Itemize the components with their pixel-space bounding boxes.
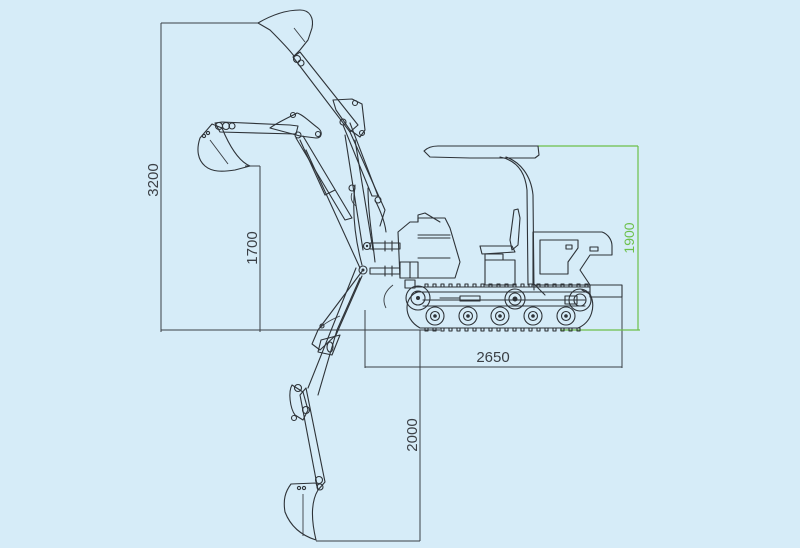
road-wheels bbox=[425, 306, 576, 326]
road-wheel bbox=[458, 306, 478, 326]
canopy-roof bbox=[423, 145, 540, 159]
track-grouser bbox=[472, 283, 477, 288]
track-grouser bbox=[544, 327, 549, 332]
track-grouser bbox=[464, 327, 469, 332]
track-grouser bbox=[432, 327, 437, 332]
bucket-lowered bbox=[283, 482, 319, 541]
track-grouser bbox=[480, 283, 485, 288]
track-grouser bbox=[488, 283, 493, 288]
track-grouser bbox=[456, 327, 461, 332]
dim-1900-label: 1900 bbox=[621, 222, 637, 253]
dimension-1700 bbox=[245, 165, 261, 332]
track-grouser bbox=[536, 327, 541, 332]
track-grouser bbox=[448, 283, 453, 288]
track-grouser bbox=[528, 327, 533, 332]
road-wheel bbox=[556, 306, 576, 326]
track-grouser bbox=[472, 327, 477, 332]
track-grouser bbox=[504, 283, 509, 288]
bucket-mid bbox=[197, 123, 251, 172]
dim-2650-label: 2650 bbox=[476, 349, 509, 366]
track-grouser bbox=[560, 327, 565, 332]
track-grouser bbox=[568, 327, 573, 332]
track-grouser bbox=[440, 327, 445, 332]
track-grouser bbox=[512, 327, 517, 332]
track-grouser bbox=[544, 283, 549, 288]
dimension-1900 bbox=[538, 145, 640, 331]
idler bbox=[568, 288, 592, 312]
dimension-3200 bbox=[160, 22, 258, 332]
road-wheel bbox=[425, 306, 445, 326]
canopy-post bbox=[499, 156, 529, 286]
track-grouser bbox=[512, 283, 517, 288]
operator-seat bbox=[479, 208, 521, 286]
track-grouser bbox=[456, 283, 461, 288]
track-grouser bbox=[440, 283, 445, 288]
rear-housing bbox=[532, 231, 623, 298]
dim-2000-label: 2000 bbox=[404, 418, 421, 451]
boom-arm-mid bbox=[197, 111, 361, 269]
track-grouser bbox=[480, 327, 485, 332]
carrier-roller bbox=[504, 288, 526, 310]
boom-main bbox=[348, 184, 387, 266]
boom-pivot bbox=[358, 265, 368, 275]
swing-post bbox=[369, 240, 401, 309]
track-grouser bbox=[560, 283, 565, 288]
dimension-2000 bbox=[316, 330, 421, 542]
track-grouser bbox=[432, 283, 437, 288]
bucket-raised bbox=[257, 9, 314, 57]
track-grouser bbox=[568, 283, 573, 288]
track-grouser bbox=[464, 283, 469, 288]
track-grouser bbox=[448, 327, 453, 332]
front-hood bbox=[397, 217, 461, 279]
dimension-2650 bbox=[364, 290, 623, 368]
track-grouser bbox=[584, 283, 589, 288]
rear-window bbox=[539, 239, 579, 275]
track-grouser bbox=[496, 327, 501, 332]
track-grouser bbox=[552, 283, 557, 288]
track-grouser bbox=[488, 327, 493, 332]
machine-body bbox=[397, 212, 461, 289]
track-grouser bbox=[536, 283, 541, 288]
track-grouser bbox=[552, 327, 557, 332]
canopy bbox=[423, 145, 540, 291]
track-grouser bbox=[424, 283, 429, 288]
track-grouser bbox=[424, 327, 429, 332]
crawler-track bbox=[405, 282, 594, 332]
dim-1700-label: 1700 bbox=[244, 231, 261, 264]
track-grouser bbox=[528, 283, 533, 288]
track-grouser bbox=[520, 327, 525, 332]
track-grouser bbox=[520, 283, 525, 288]
track-grouser bbox=[496, 283, 501, 288]
dim-3200-label: 3200 bbox=[145, 163, 162, 196]
road-wheel bbox=[523, 306, 543, 326]
boom-arm-lowered bbox=[283, 267, 364, 541]
track-grouser bbox=[504, 327, 509, 332]
track-grouser bbox=[576, 327, 581, 332]
sprocket bbox=[405, 285, 431, 311]
track-grouser bbox=[576, 283, 581, 288]
road-wheel bbox=[490, 306, 510, 326]
arm-mid bbox=[214, 121, 299, 135]
arm-raised bbox=[292, 51, 359, 133]
